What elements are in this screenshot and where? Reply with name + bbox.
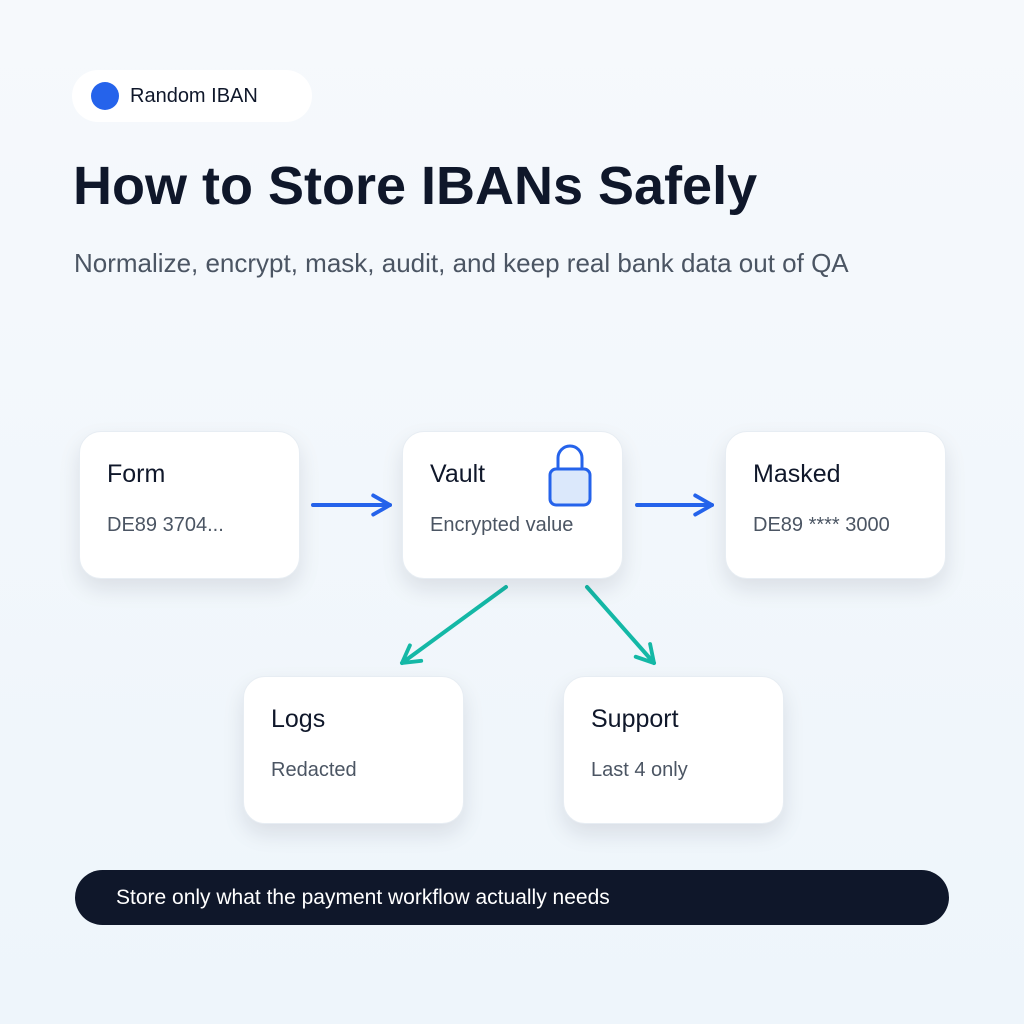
node-support: Support Last 4 only — [563, 676, 784, 824]
arrow-vault-to-logs — [400, 585, 508, 665]
badge-label: Random IBAN — [130, 84, 258, 107]
source-badge: Random IBAN — [72, 70, 312, 122]
node-title: Logs — [271, 705, 326, 733]
node-value: DE89 **** 3000 — [753, 514, 890, 536]
node-value: Last 4 only — [591, 759, 688, 781]
node-title: Support — [591, 705, 679, 733]
footer-text: Store only what the payment workflow act… — [116, 885, 610, 909]
page-title: How to Store IBANs Safely — [73, 156, 758, 216]
blue-dot-icon — [91, 82, 119, 110]
page-subtitle: Normalize, encrypt, mask, audit, and kee… — [74, 248, 849, 278]
node-masked: Masked DE89 **** 3000 — [725, 431, 946, 579]
node-form: Form DE89 3704... — [79, 431, 300, 579]
footer-banner: Store only what the payment workflow act… — [75, 870, 949, 925]
node-title: Masked — [753, 460, 841, 488]
node-value: DE89 3704... — [107, 514, 224, 536]
node-value: Redacted — [271, 759, 357, 781]
node-title: Vault — [430, 460, 486, 488]
lock-icon — [548, 444, 592, 507]
arrow-vault-to-support — [585, 585, 656, 665]
node-logs: Logs Redacted — [243, 676, 464, 824]
node-title: Form — [107, 460, 166, 488]
node-value: Encrypted value — [430, 514, 574, 536]
node-vault: Vault Encrypted value — [402, 431, 623, 579]
